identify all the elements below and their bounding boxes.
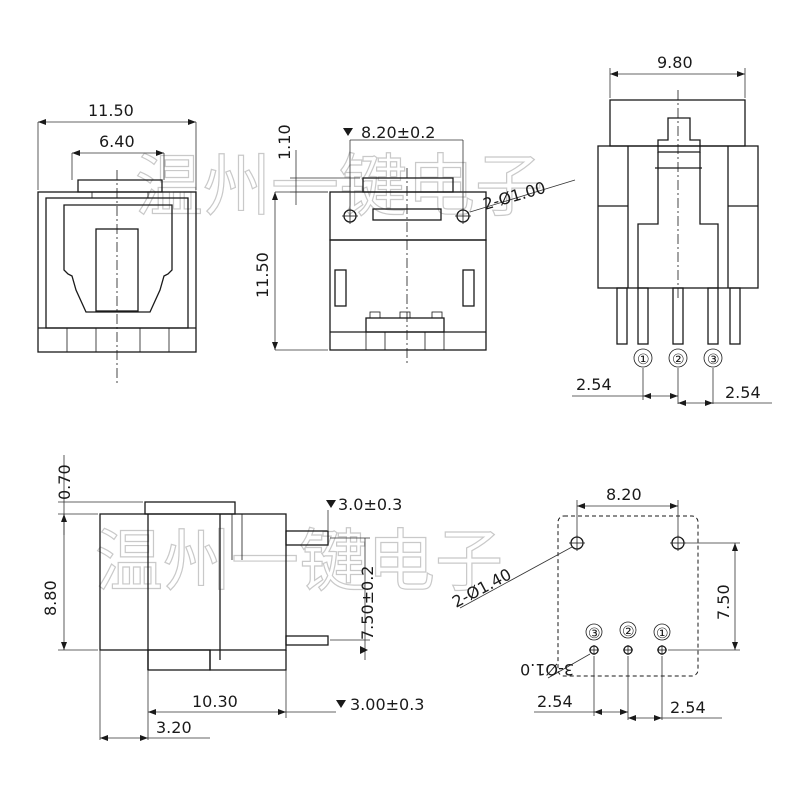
- profile-pin-spacing-label: 7.50±0.2: [358, 566, 377, 640]
- back-pin-1: [637, 287, 649, 345]
- footprint-pitch-left-label: 2.54: [537, 692, 573, 711]
- footprint-pin-holes-label: 3-Ø1.0: [520, 660, 574, 679]
- back-view: 9.80 ① ② ③ 2.54 2.54: [572, 53, 772, 406]
- front-view: 11.50 6.40: [37, 101, 197, 385]
- footprint-pin-label-3: ③: [588, 626, 601, 642]
- back-pin-label-1: ①: [637, 352, 650, 368]
- profile-view: 0.70 8.80 3.0±0.3 7.50±0.2 10.30 3.00±0.…: [41, 455, 424, 741]
- footprint-pitch-right-label: 2.54: [670, 698, 706, 717]
- profile-height-label: 8.80: [41, 580, 60, 616]
- back-width-label: 9.80: [657, 53, 693, 72]
- profile-base-step: [147, 649, 211, 671]
- side-bottom-rail: [365, 317, 445, 333]
- side-window-left: [334, 269, 347, 307]
- back-pin-outer-right: [729, 287, 741, 345]
- back-pitch-left-label: 2.54: [576, 375, 612, 394]
- front-top-tab: [77, 179, 163, 193]
- back-key: [657, 117, 701, 153]
- side-lower-body: [329, 239, 487, 351]
- profile-pin-top: [285, 530, 329, 546]
- footprint-view: ③ ② ① 8.20 7.50 2-Ø1.40 3-Ø1.0 2.54 2.54: [449, 485, 740, 721]
- side-height-label: 11.50: [253, 252, 272, 298]
- back-pitch-right-label: 2.54: [725, 383, 761, 402]
- profile-pin-bottom-label: 3.00±0.3: [350, 695, 424, 714]
- profile-top-lip: [144, 501, 236, 515]
- footprint-pin-label-1: ①: [656, 626, 669, 642]
- footprint-pin-label-2: ②: [622, 624, 635, 640]
- back-pin-label-3: ③: [707, 352, 720, 368]
- footprint-height-label: 7.50: [714, 584, 733, 620]
- footprint-width-label: 8.20: [606, 485, 642, 504]
- watermark-bottom: 温州一键电子: [95, 523, 503, 602]
- back-pin-label-2: ②: [672, 352, 685, 368]
- profile-top-label: 0.70: [55, 464, 74, 500]
- front-width-label: 11.50: [88, 101, 134, 120]
- profile-pin-bottom: [285, 635, 329, 646]
- profile-pin-top-label: 3.0±0.3: [338, 495, 402, 514]
- back-pin-3: [707, 287, 719, 345]
- side-hole-spacing-label: 8.20±0.2: [361, 123, 435, 142]
- profile-depth-label: 10.30: [192, 692, 238, 711]
- back-top-block: [609, 99, 746, 147]
- front-port-opening: [63, 204, 173, 313]
- side-window-right: [462, 269, 475, 307]
- front-opening-label: 6.40: [99, 132, 135, 151]
- profile-base-label: 3.20: [156, 718, 192, 737]
- watermark-top: 温州一键电子: [135, 148, 543, 227]
- side-top-offset-label: 1.10: [275, 124, 294, 160]
- back-pin-outer-left: [616, 287, 628, 345]
